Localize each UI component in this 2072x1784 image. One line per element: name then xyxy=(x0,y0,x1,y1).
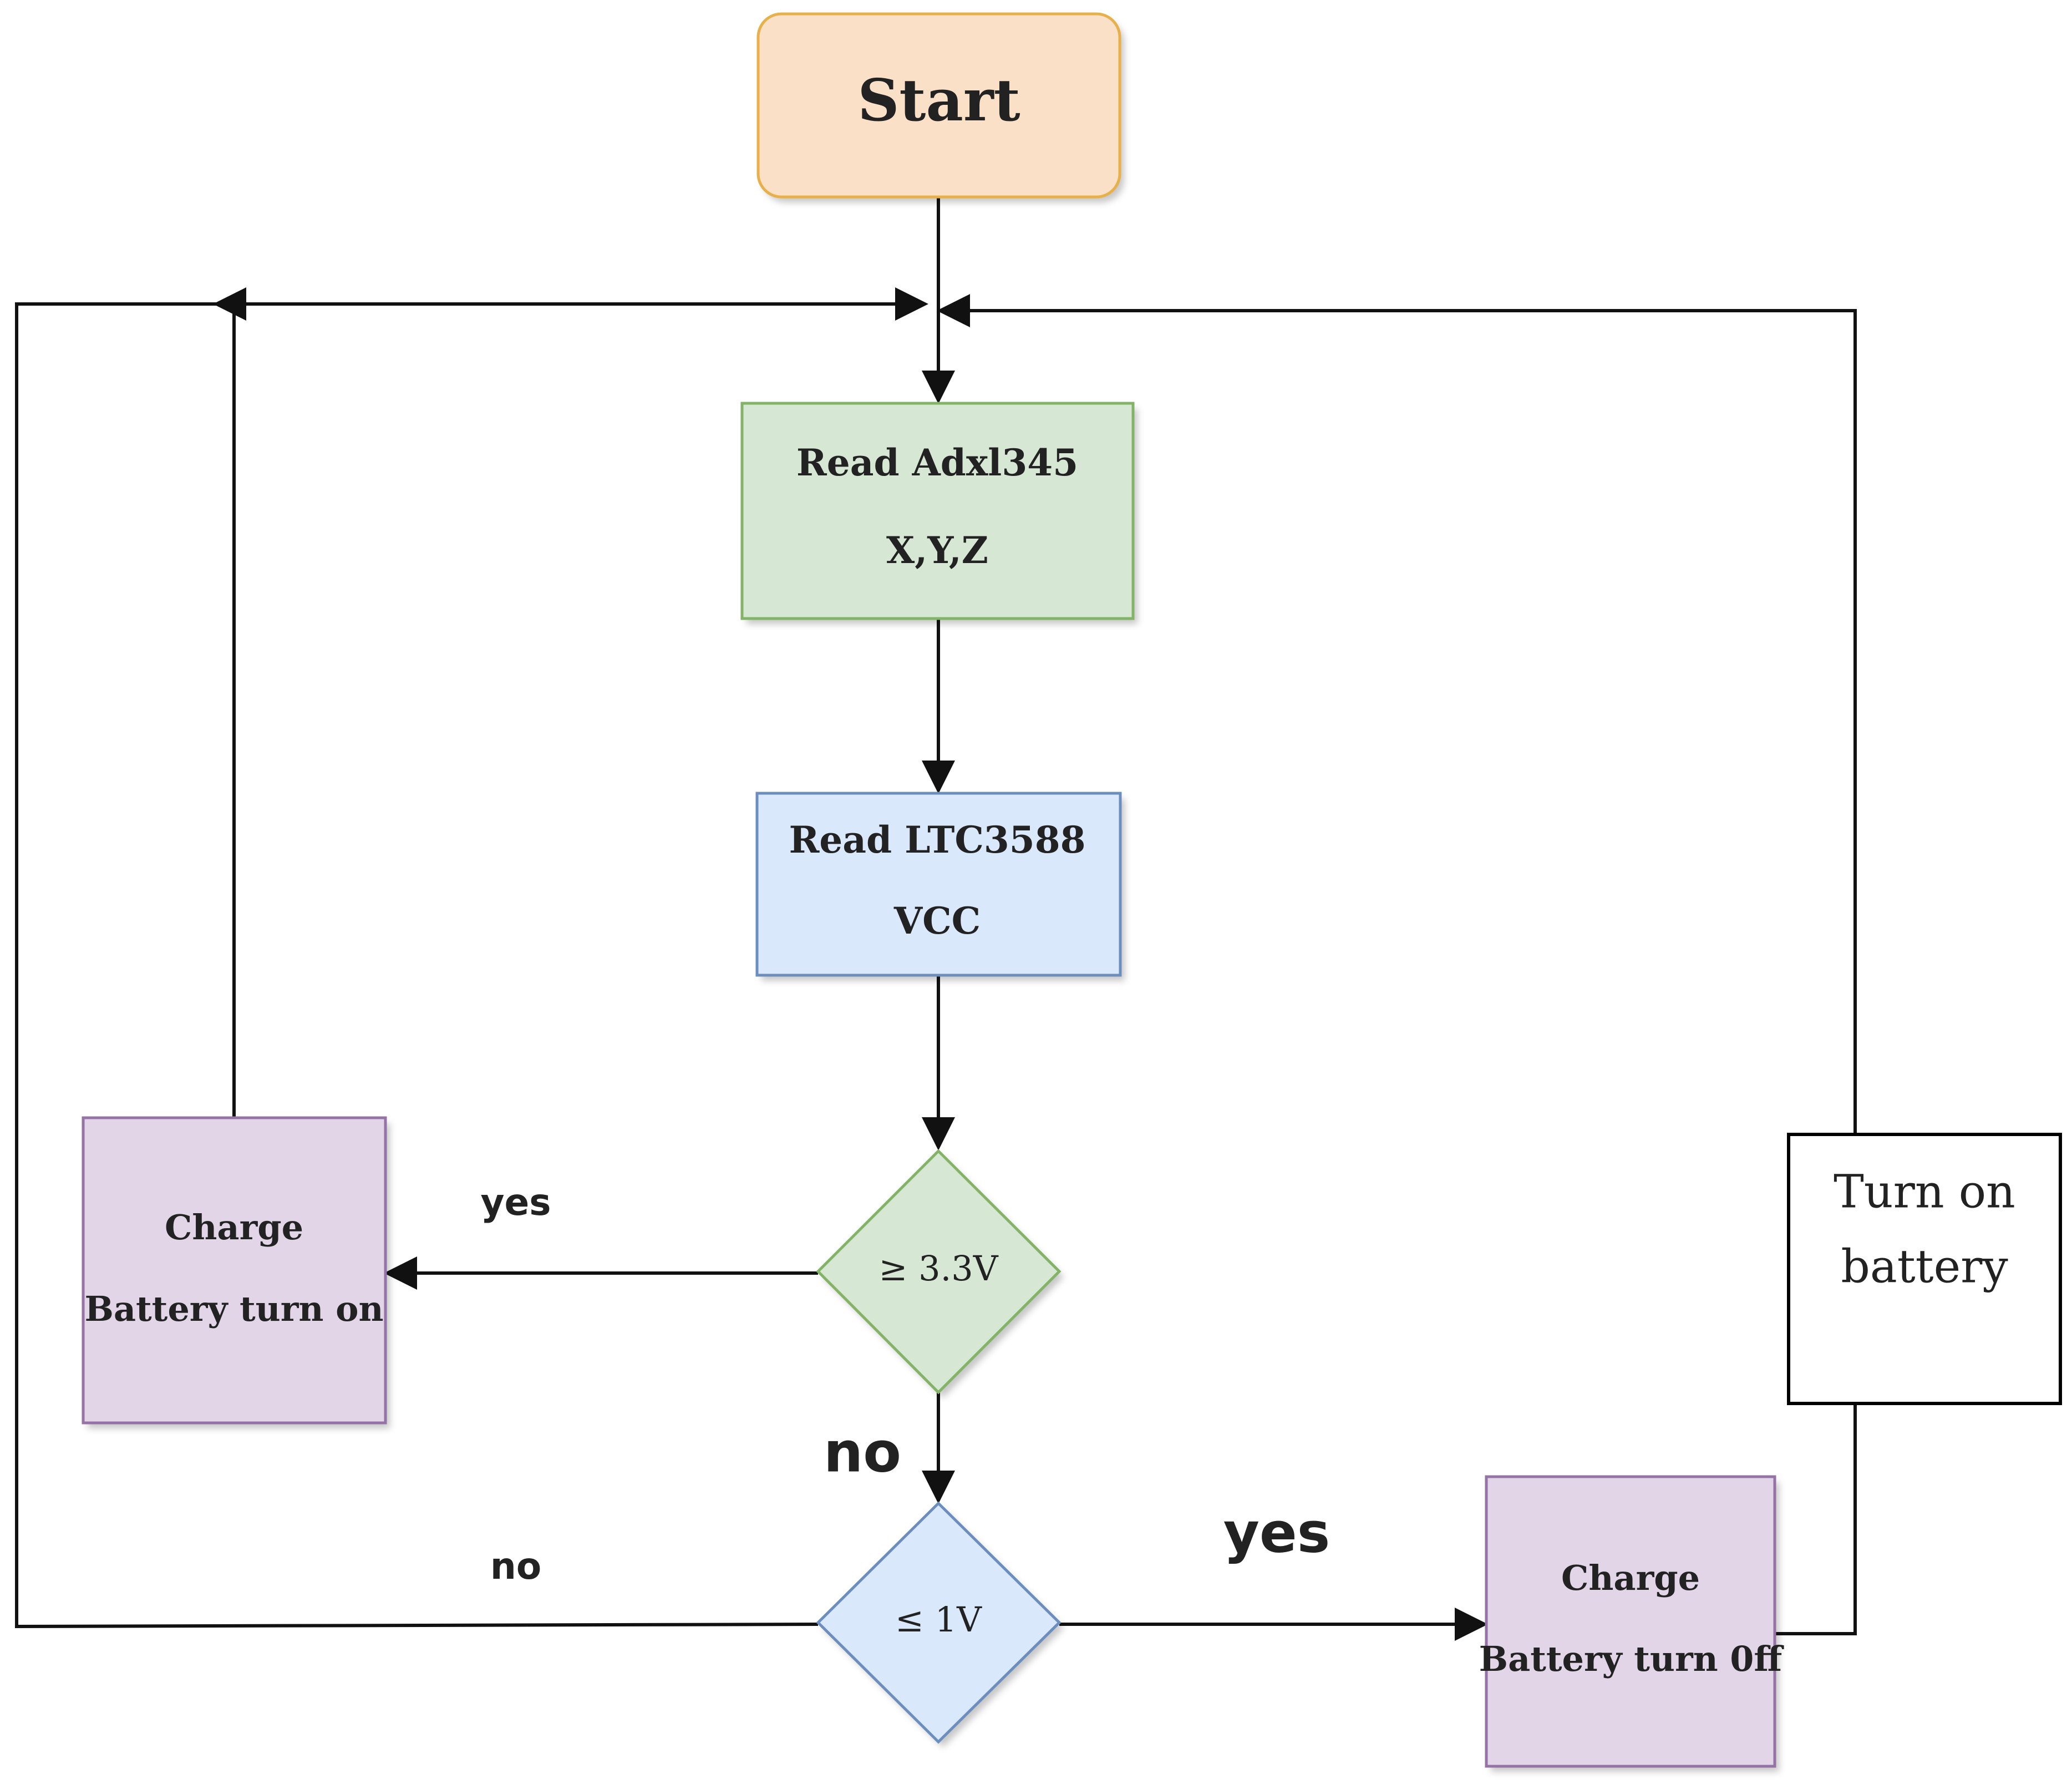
charge-on-outline xyxy=(82,1116,387,1425)
read-adxl-shape xyxy=(742,403,1133,619)
edge-low-no-loop xyxy=(15,287,928,1629)
read-adxl-line2: X,Y,Z xyxy=(886,529,988,572)
charge-off-line2: Battery turn 0ff xyxy=(1479,1639,1785,1679)
charge-on-shape xyxy=(83,1118,385,1423)
decision-low-label: ≤ 1V xyxy=(895,1599,982,1640)
edge-charge-on-loop xyxy=(213,287,246,1118)
read-ltc-node: Read LTC3588 VCC xyxy=(755,792,1122,977)
edge-label-high-no: no xyxy=(824,1420,901,1484)
charge-on-node: Charge Battery turn on xyxy=(82,1116,387,1425)
turn-on-battery-line1: Turn on xyxy=(1834,1166,2015,1219)
turn-on-battery-node: Turn on battery xyxy=(1787,1133,2062,1405)
charge-off-outline xyxy=(1485,1475,1776,1768)
charge-on-line1: Charge xyxy=(165,1207,303,1248)
edge-label-high-yes: yes xyxy=(480,1181,551,1224)
connectors xyxy=(15,197,1857,1641)
start-outline xyxy=(756,12,1121,199)
decision-low-outline xyxy=(816,1501,1062,1744)
read-ltc-line2: VCC xyxy=(893,899,981,942)
read-ltc-shape xyxy=(757,793,1120,975)
charge-off-shape xyxy=(1486,1477,1775,1766)
charge-off-node: Charge Battery turn 0ff xyxy=(1479,1475,1785,1768)
edge-label-low-yes: yes xyxy=(1223,1500,1330,1565)
turn-on-battery-outline xyxy=(1787,1133,2062,1405)
start-label: Start xyxy=(857,66,1020,134)
edge-label-low-no: no xyxy=(490,1545,541,1588)
decision-high-node: ≥ 3.3V xyxy=(816,1149,1062,1395)
read-ltc-line1: Read LTC3588 xyxy=(789,818,1085,861)
decision-high-outline xyxy=(816,1149,1062,1395)
read-adxl-node: Read Adxl345 X,Y,Z xyxy=(740,402,1135,620)
start-shape xyxy=(758,14,1120,197)
read-adxl-outline xyxy=(740,402,1135,620)
charge-on-line2: Battery turn on xyxy=(84,1289,383,1329)
start-node: Start xyxy=(756,12,1121,199)
read-ltc-outline xyxy=(755,792,1122,977)
charge-off-line1: Charge xyxy=(1561,1558,1700,1598)
edge-charge-off-loop xyxy=(937,294,1857,1635)
read-adxl-line1: Read Adxl345 xyxy=(796,441,1078,484)
turn-on-battery-shape xyxy=(1789,1134,2060,1403)
decision-high-label: ≥ 3.3V xyxy=(878,1248,998,1289)
turn-on-battery-line2: battery xyxy=(1841,1241,2008,1294)
decision-low-node: ≤ 1V xyxy=(816,1501,1062,1744)
